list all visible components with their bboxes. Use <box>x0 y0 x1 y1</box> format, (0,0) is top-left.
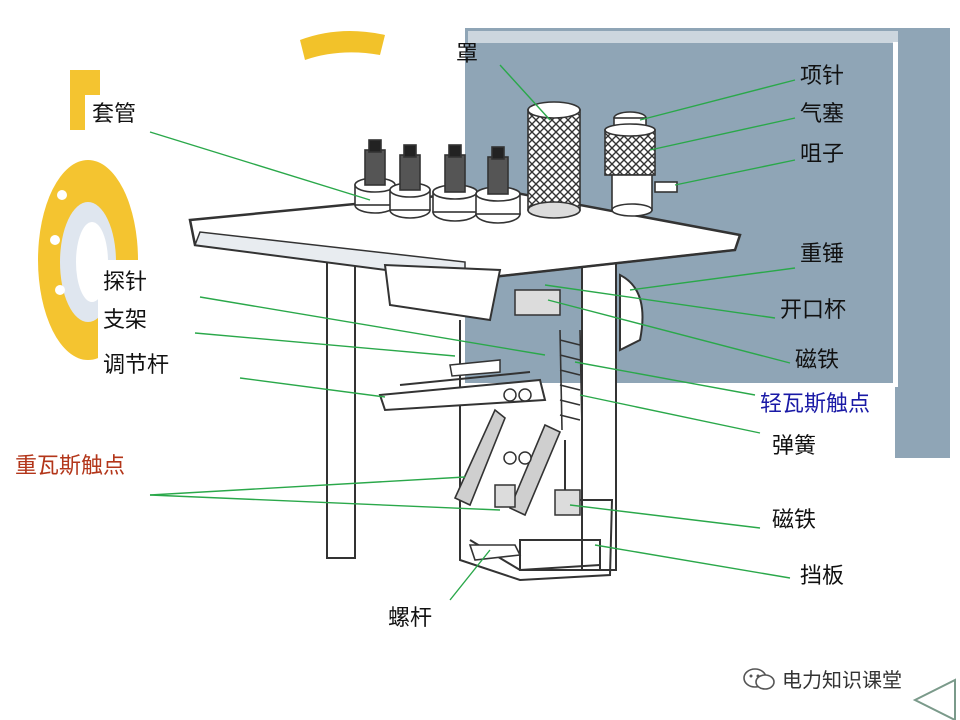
left-leg <box>326 257 356 559</box>
leader-lines <box>149 64 796 601</box>
label-hammer: 重锤 <box>800 242 845 267</box>
label-baffle: 挡板 <box>800 564 845 589</box>
label-magnet-upper: 磁铁 <box>795 348 840 373</box>
heavy-gas-contact-right <box>508 423 562 517</box>
label-adjust-rod: 调节杆 <box>103 353 170 378</box>
adjust-rod-assembly <box>378 378 547 412</box>
bushing-3 <box>432 144 478 222</box>
wechat-icon <box>743 667 775 690</box>
label-nozzle: 咀子 <box>800 142 845 167</box>
watermark-text: 电力知识课堂 <box>782 668 902 692</box>
heavy-gas-contact-left <box>453 408 506 507</box>
label-light-gas-contact: 轻瓦斯触点 <box>760 392 871 417</box>
hammer <box>619 273 644 352</box>
label-spring: 弹簧 <box>772 434 817 459</box>
bushing-1 <box>354 139 396 214</box>
bushing-4 <box>475 146 521 224</box>
right-leg <box>581 259 617 571</box>
bushings <box>354 139 521 224</box>
lower-magnet <box>554 489 581 516</box>
corner-emblem <box>912 678 956 720</box>
label-bracket: 支架 <box>103 308 148 333</box>
label-heavy-gas-contact: 重瓦斯触点 <box>15 454 126 479</box>
watermark: 电力知识课堂 <box>742 664 902 693</box>
label-cover: 罩 <box>456 42 479 67</box>
label-plug: 气塞 <box>800 102 845 127</box>
cover-cylinder <box>527 101 581 219</box>
screw-rod <box>468 544 522 561</box>
label-bushing: 套管 <box>92 102 137 127</box>
bushing-2 <box>389 144 431 219</box>
label-probe: 探针 <box>103 270 148 295</box>
spring <box>559 329 583 431</box>
label-screw-rod: 螺杆 <box>388 606 433 631</box>
label-needle: 项针 <box>800 64 845 89</box>
plug-assembly <box>604 111 678 217</box>
upper-magnet <box>514 289 561 316</box>
label-open-cup: 开口杯 <box>780 298 847 323</box>
label-magnet-lower: 磁铁 <box>772 508 817 533</box>
